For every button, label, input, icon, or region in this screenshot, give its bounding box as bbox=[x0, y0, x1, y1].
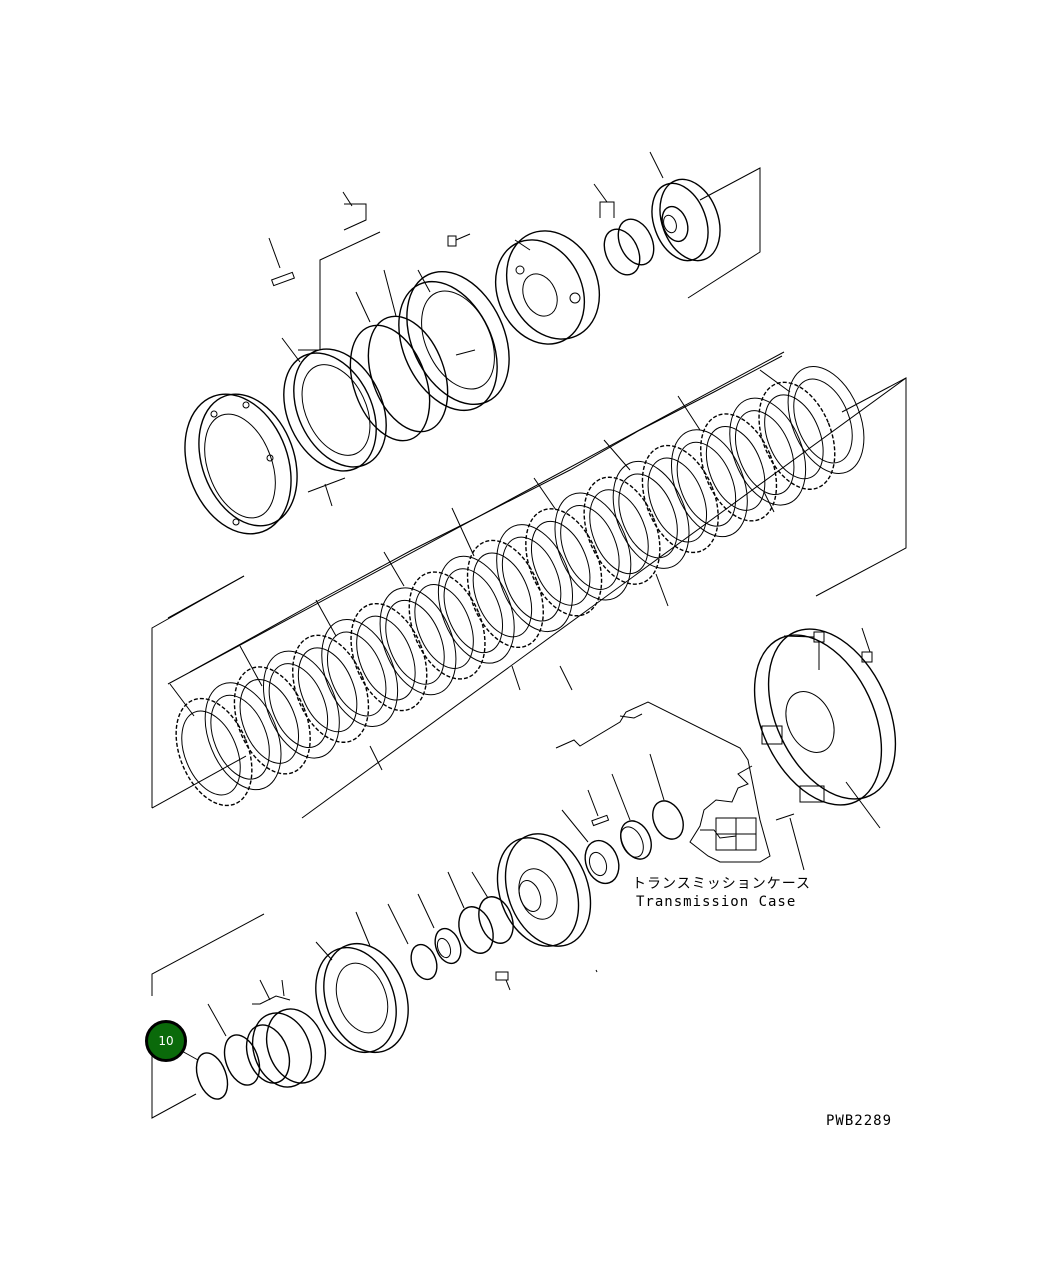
clutch-plate-inner bbox=[618, 473, 678, 559]
ring-gear-part bbox=[649, 151, 721, 262]
clutch-plate-inner bbox=[181, 710, 241, 796]
clutch-plate-inner bbox=[414, 584, 474, 669]
clutch-plate-inner bbox=[472, 552, 533, 638]
snap-ring-lower bbox=[179, 1003, 261, 1100]
clutch-plate-inner bbox=[530, 520, 591, 606]
transmission-case-part bbox=[555, 701, 771, 863]
clutch-plate bbox=[583, 476, 661, 585]
clutch-plate bbox=[466, 539, 544, 649]
clutch-plate-inner bbox=[705, 425, 766, 511]
callout-label: 10 bbox=[158, 1034, 174, 1048]
carrier-part bbox=[494, 230, 601, 345]
piston-ring-set bbox=[349, 269, 449, 442]
clutch-plate-inner bbox=[501, 536, 562, 622]
clutch-plate-inner bbox=[210, 694, 270, 780]
clutch-plate bbox=[292, 634, 370, 743]
clutch-plate-inner bbox=[676, 441, 737, 527]
clutch-plate bbox=[496, 524, 573, 633]
end-cover-part bbox=[753, 627, 897, 871]
figure-code: PWB2289 bbox=[826, 1113, 892, 1129]
hub-disc-part bbox=[495, 833, 592, 991]
clutch-plate-inner bbox=[239, 678, 300, 764]
bearing-part bbox=[561, 809, 620, 885]
case-label-japanese: トランスミッションケース bbox=[632, 876, 811, 892]
clutch-plate bbox=[204, 682, 282, 791]
clutch-plate bbox=[437, 555, 515, 664]
clutch-housing-part bbox=[398, 233, 510, 412]
clutch-plate bbox=[525, 508, 603, 617]
snap-ring-pair bbox=[593, 183, 655, 276]
clutch-plate-stack bbox=[175, 366, 865, 807]
clutch-plate bbox=[350, 602, 428, 712]
clutch-plate-inner bbox=[385, 599, 445, 685]
clutch-plate bbox=[787, 366, 865, 474]
piston-part bbox=[268, 191, 387, 507]
clutch-plate bbox=[408, 571, 486, 680]
clutch-plate bbox=[554, 492, 632, 601]
clutch-plate-inner bbox=[647, 457, 708, 543]
lower-piston-part bbox=[315, 911, 409, 1054]
front-housing-part bbox=[184, 393, 298, 535]
clutch-plate-inner bbox=[589, 489, 649, 575]
clutch-plate-inner bbox=[443, 568, 504, 654]
group-bracket bbox=[687, 167, 761, 299]
case-label-english: Transmission Case bbox=[636, 894, 796, 910]
lower-bracket bbox=[151, 913, 265, 1119]
clutch-plate bbox=[233, 666, 311, 775]
clutch-plate bbox=[321, 619, 399, 727]
clutch-plate-inner bbox=[356, 615, 416, 701]
clutch-plate bbox=[379, 587, 457, 696]
needle-bearing-part bbox=[417, 893, 462, 965]
clutch-pack-bracket bbox=[151, 351, 907, 819]
clutch-plate-inner bbox=[734, 410, 795, 496]
seal-ring-set bbox=[587, 753, 684, 860]
clutch-plate-inner bbox=[560, 505, 620, 590]
clutch-plate-inner bbox=[793, 378, 853, 464]
clutch-plate bbox=[671, 429, 748, 538]
clutch-plate bbox=[175, 697, 253, 807]
clutch-plate bbox=[263, 650, 340, 759]
clutch-plate-inner bbox=[268, 663, 329, 749]
c-ring-part bbox=[387, 903, 438, 981]
clutch-plate bbox=[729, 397, 807, 506]
spring-pack-part bbox=[245, 979, 327, 1088]
clutch-plate-inner bbox=[326, 631, 387, 717]
part-callout-10[interactable]: 10 bbox=[145, 1020, 187, 1062]
clutch-plate bbox=[612, 460, 690, 569]
thrust-ring-set bbox=[447, 871, 514, 954]
clutch-plate-inner bbox=[297, 647, 358, 733]
clutch-plate-inner bbox=[764, 394, 824, 480]
